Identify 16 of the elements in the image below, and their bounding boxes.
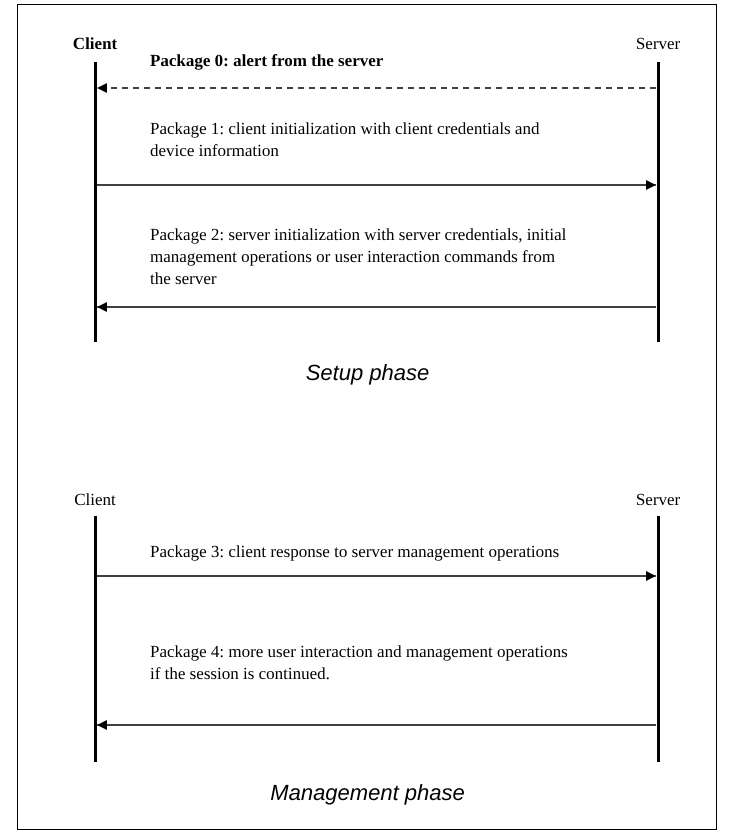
message-arrow <box>97 571 656 581</box>
participant-label: Client <box>73 490 117 510</box>
phase-caption: Setup phase <box>304 360 430 386</box>
message-label: Package 2: server initialization with server credentials, initial management operations or user interaction commands from the server <box>150 224 568 290</box>
message-arrow <box>97 83 656 93</box>
message-label: Package 0: alert from the server <box>150 50 384 72</box>
participant-label: Server <box>634 490 682 510</box>
message-arrow <box>97 302 656 312</box>
message-label: Package 1: client initialization with client credentials and device information <box>150 118 540 162</box>
message-label: Package 3: client response to server management operations <box>150 541 560 563</box>
participant-label: Server <box>634 34 682 54</box>
participant-label: Client <box>72 34 118 54</box>
message-arrow <box>97 180 656 190</box>
message-label: Package 4: more user interaction and management operations if the session is continued. <box>150 641 569 685</box>
phase-caption: Management phase <box>269 780 466 806</box>
message-arrow <box>97 720 656 730</box>
